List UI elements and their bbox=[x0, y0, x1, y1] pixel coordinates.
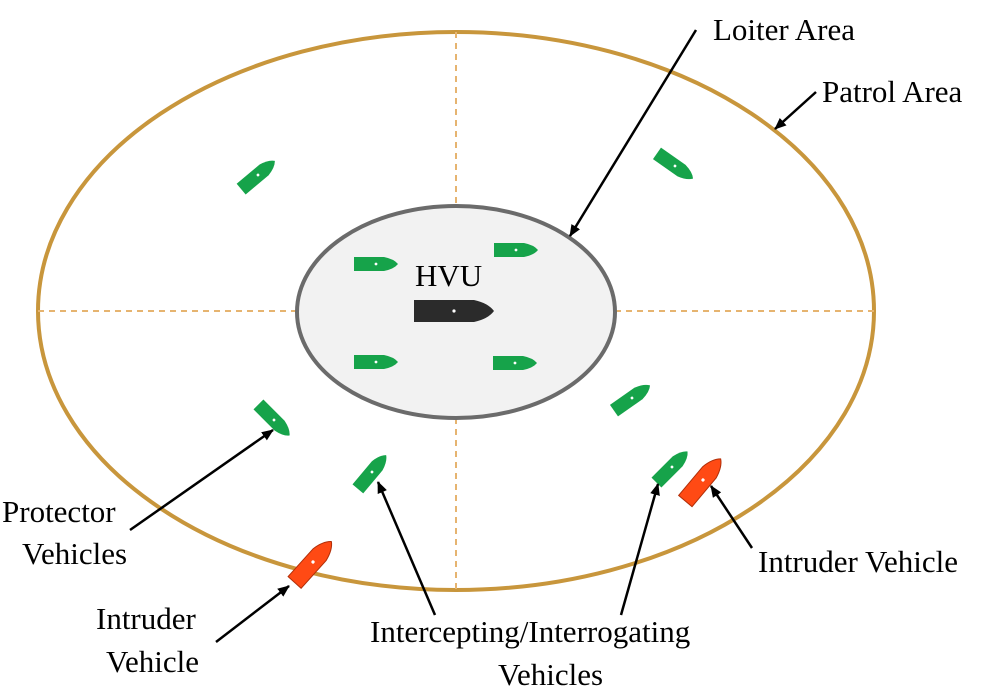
intruder-left-label-line1: Intruder bbox=[96, 601, 197, 636]
green-boat-icon bbox=[609, 384, 651, 417]
intruder-left-arrow bbox=[215, 585, 290, 643]
intruder-right-arrow bbox=[709, 485, 754, 549]
red-boat-icon bbox=[287, 541, 333, 589]
green-boat-icon bbox=[494, 243, 538, 257]
loiter-area-label: Loiter Area bbox=[713, 12, 855, 47]
green-boat-icon bbox=[652, 147, 694, 180]
green-boat-icon bbox=[493, 356, 537, 370]
intercepting-arrow-right bbox=[619, 483, 660, 616]
loiter-area-arrow bbox=[568, 29, 698, 237]
intruder-right-label: Intruder Vehicle bbox=[758, 544, 958, 579]
hvu-ship-icon bbox=[414, 300, 494, 322]
intercepting-label-line1: Intercepting/Interrogating bbox=[370, 614, 690, 649]
intercepting-arrow-left bbox=[376, 481, 437, 616]
protector-label-line1: Protector bbox=[2, 494, 116, 529]
protector-arrow bbox=[129, 428, 274, 532]
hvu-label: HVU bbox=[415, 258, 482, 293]
protector-label-line2: Vehicles bbox=[22, 536, 127, 571]
green-boat-icon bbox=[236, 160, 275, 195]
green-boat-icon bbox=[651, 451, 688, 488]
green-boat-icon bbox=[354, 355, 398, 369]
patrol-area-label: Patrol Area bbox=[822, 74, 963, 109]
red-boat-icon bbox=[677, 458, 722, 508]
green-boat-icon bbox=[352, 455, 387, 494]
patrol-area-arrow bbox=[774, 91, 817, 130]
intruder-left-label-line2: Vehicle bbox=[106, 644, 199, 679]
green-boat-icon bbox=[354, 257, 398, 271]
green-boat-icon bbox=[253, 399, 290, 436]
intercepting-label-line2: Vehicles bbox=[498, 657, 603, 692]
